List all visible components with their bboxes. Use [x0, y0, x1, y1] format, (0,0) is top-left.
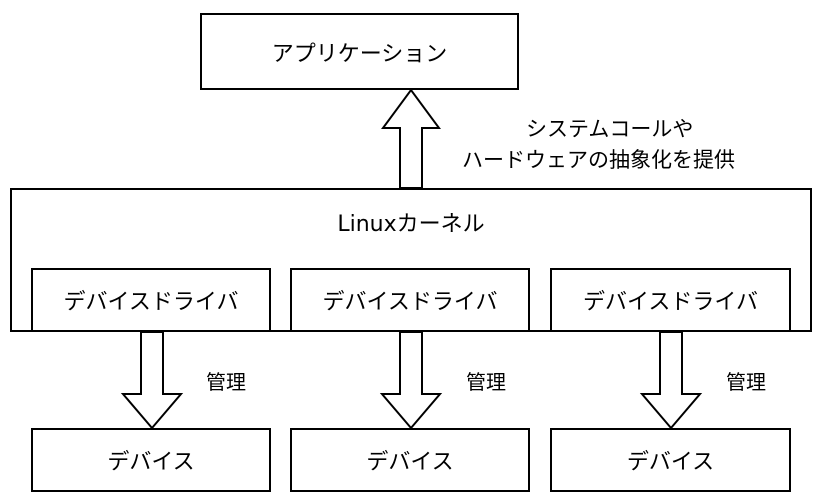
manage-label-2: 管理	[466, 370, 506, 394]
provides-text-line1: システムコールや	[526, 117, 694, 141]
device-box-1: デバイス	[31, 428, 271, 492]
down-arrow-manage-1	[120, 331, 184, 430]
device-box-3: デバイス	[550, 428, 791, 492]
manage-label-3: 管理	[726, 370, 766, 394]
device-box-2: デバイス	[290, 428, 530, 492]
driver-box-3: デバイスドライバ	[550, 268, 791, 332]
up-arrow-provides	[381, 88, 441, 189]
manage-label-1: 管理	[206, 370, 246, 394]
driver-label-3: デバイスドライバ	[583, 290, 758, 315]
device-label-1: デバイス	[107, 450, 195, 475]
driver-box-1: デバイスドライバ	[31, 268, 271, 332]
device-label-3: デバイス	[626, 450, 715, 475]
kernel-label: Linuxカーネル	[337, 212, 485, 237]
down-arrow-manage-2	[379, 331, 443, 430]
driver-label-2: デバイスドライバ	[322, 290, 498, 315]
application-label: アプリケーション	[271, 41, 448, 67]
driver-box-2: デバイスドライバ	[290, 268, 530, 332]
device-label-2: デバイス	[366, 450, 454, 475]
provides-text-line2: ハードウェアの抽象化を提供	[462, 148, 735, 172]
driver-label-1: デバイスドライバ	[63, 290, 239, 315]
application-box: アプリケーション	[200, 13, 519, 90]
down-arrow-manage-3	[639, 331, 703, 430]
